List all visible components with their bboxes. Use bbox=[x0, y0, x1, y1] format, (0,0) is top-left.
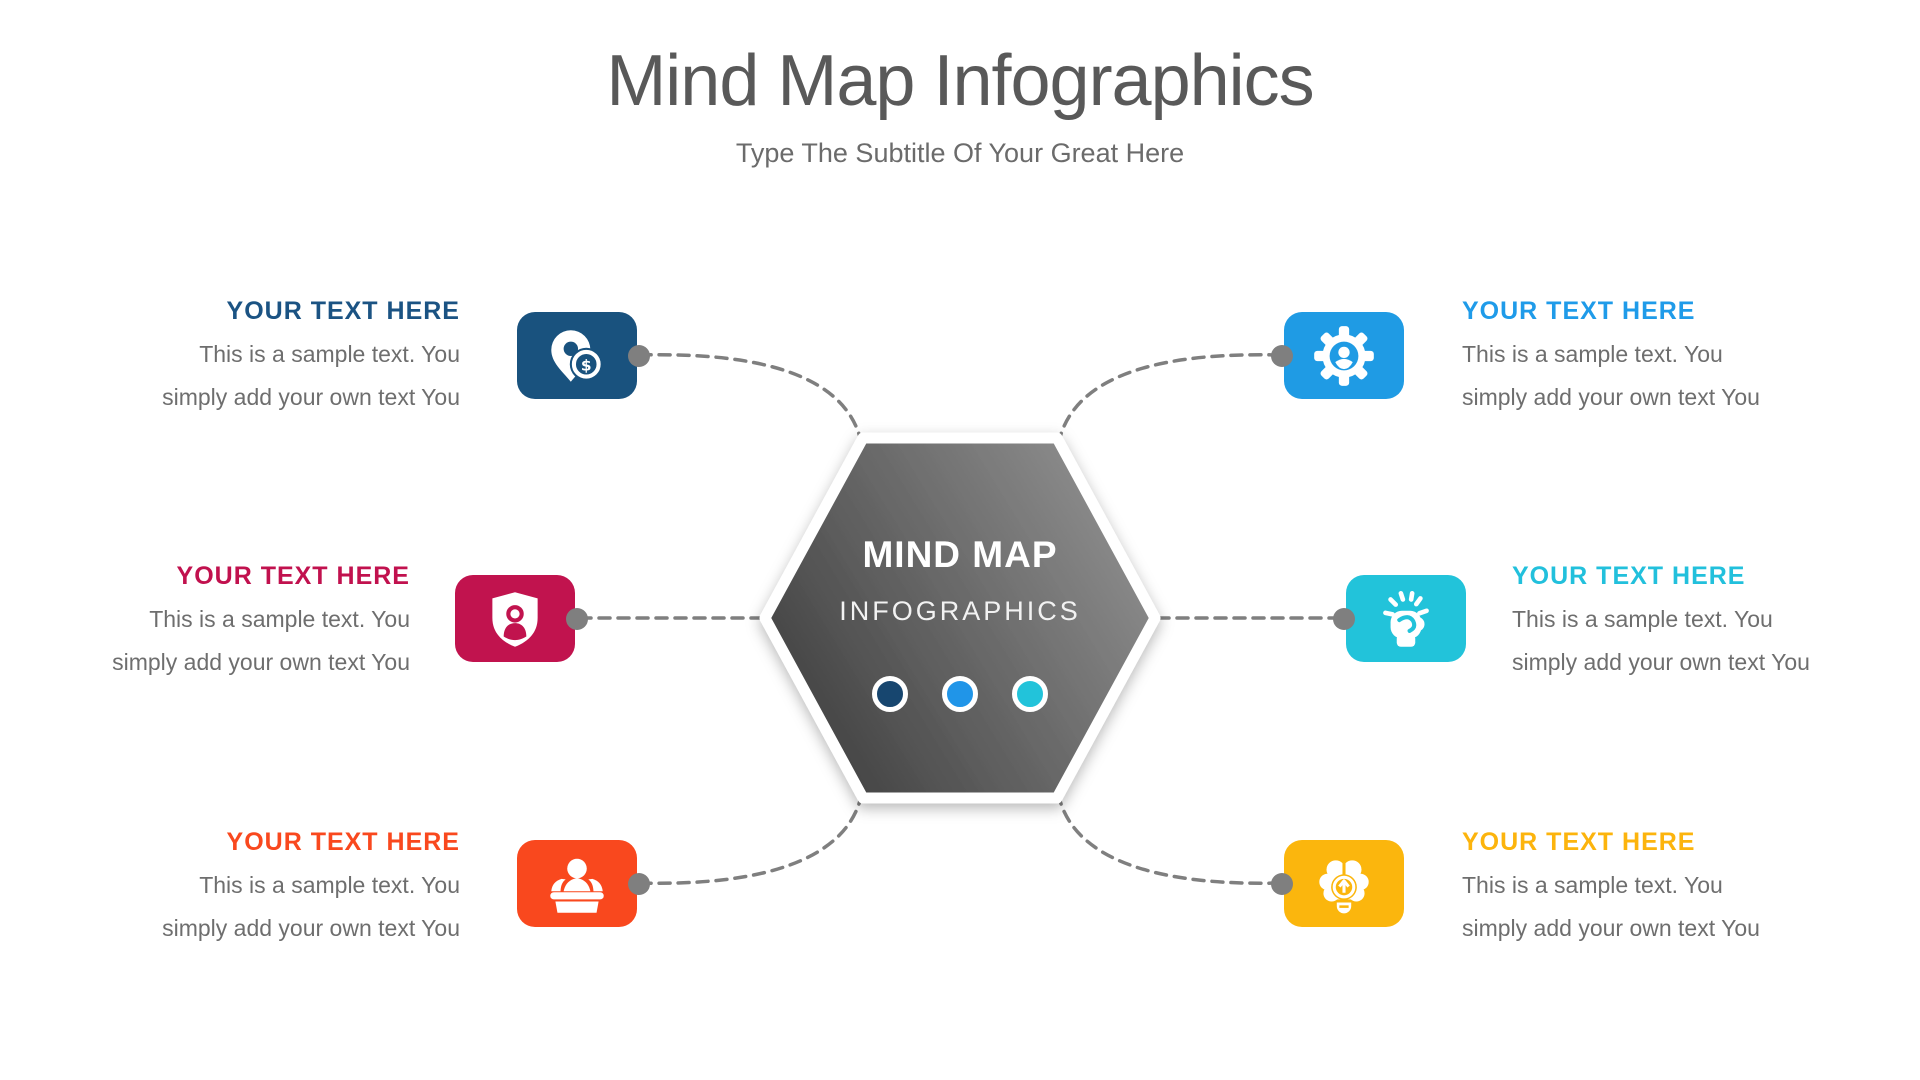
hex-dot-cyan bbox=[1012, 676, 1048, 712]
connector-top-left bbox=[638, 352, 863, 443]
text-heading: YOUR TEXT HERE bbox=[1462, 828, 1696, 856]
node-top-left: $ bbox=[517, 312, 650, 399]
shield-user-icon bbox=[492, 591, 538, 647]
text-body: This is a sample text. You simply add yo… bbox=[1462, 872, 1760, 941]
connector-dot bbox=[628, 872, 650, 895]
text-body: This is a sample text. You simply add yo… bbox=[162, 341, 460, 410]
connector-bottom-left bbox=[638, 795, 863, 885]
text-block-bottom-right: YOUR TEXT HERE This is a sample text. Yo… bbox=[1462, 827, 1792, 950]
text-block-middle-right: YOUR TEXT HERE This is a sample text. Yo… bbox=[1512, 561, 1842, 684]
location-dollar-icon: $ bbox=[551, 329, 603, 382]
text-body: This is a sample text. You simply add yo… bbox=[162, 872, 460, 941]
node-middle-left bbox=[455, 575, 588, 662]
text-block-top-left: YOUR TEXT HERE This is a sample text. Yo… bbox=[130, 296, 460, 419]
brain-arrow-icon bbox=[1319, 859, 1369, 913]
connector-dot bbox=[628, 344, 650, 367]
text-heading: YOUR TEXT HERE bbox=[1512, 562, 1746, 590]
svg-text:$: $ bbox=[581, 356, 592, 374]
text-block-bottom-left: YOUR TEXT HERE This is a sample text. Yo… bbox=[130, 827, 460, 950]
hexagon-shape bbox=[759, 432, 1161, 804]
center-hexagon: MIND MAP INFOGRAPHICS bbox=[765, 438, 1155, 798]
page-title: Mind Map Infographics bbox=[606, 41, 1314, 121]
connector-dot bbox=[1271, 344, 1293, 367]
fist-rays-icon bbox=[1383, 590, 1429, 647]
hexagon-subtitle: INFOGRAPHICS bbox=[839, 596, 1081, 626]
text-heading: YOUR TEXT HERE bbox=[1462, 297, 1696, 325]
node-middle-right bbox=[1333, 575, 1466, 662]
node-bottom-left bbox=[517, 840, 650, 927]
text-block-top-right: YOUR TEXT HERE This is a sample text. Yo… bbox=[1462, 296, 1792, 419]
connector-dot bbox=[566, 607, 588, 630]
page-subtitle: Type The Subtitle Of Your Great Here bbox=[735, 138, 1185, 168]
text-body: This is a sample text. You simply add yo… bbox=[112, 606, 410, 675]
text-block-middle-left: YOUR TEXT HERE This is a sample text. Yo… bbox=[80, 561, 410, 684]
hex-dot-blue bbox=[942, 676, 978, 712]
text-heading: YOUR TEXT HERE bbox=[226, 297, 460, 325]
gear-user-icon bbox=[1314, 325, 1374, 386]
text-body: This is a sample text. You simply add yo… bbox=[1512, 606, 1810, 675]
connector-top-right bbox=[1057, 352, 1282, 443]
text-heading: YOUR TEXT HERE bbox=[226, 828, 460, 856]
node-top-right bbox=[1271, 312, 1404, 399]
text-body: This is a sample text. You simply add yo… bbox=[1462, 341, 1760, 410]
hexagon-title: MIND MAP bbox=[862, 534, 1058, 575]
dashed-connectors bbox=[578, 352, 1342, 885]
reception-desk-icon bbox=[550, 858, 604, 913]
text-heading: YOUR TEXT HERE bbox=[176, 562, 410, 590]
hex-dot-navy bbox=[872, 676, 908, 712]
hexagon-dots bbox=[872, 676, 1048, 712]
connector-dot bbox=[1271, 872, 1293, 895]
node-bottom-right bbox=[1271, 840, 1404, 927]
connector-bottom-right bbox=[1057, 795, 1282, 885]
connector-dot bbox=[1333, 607, 1355, 630]
